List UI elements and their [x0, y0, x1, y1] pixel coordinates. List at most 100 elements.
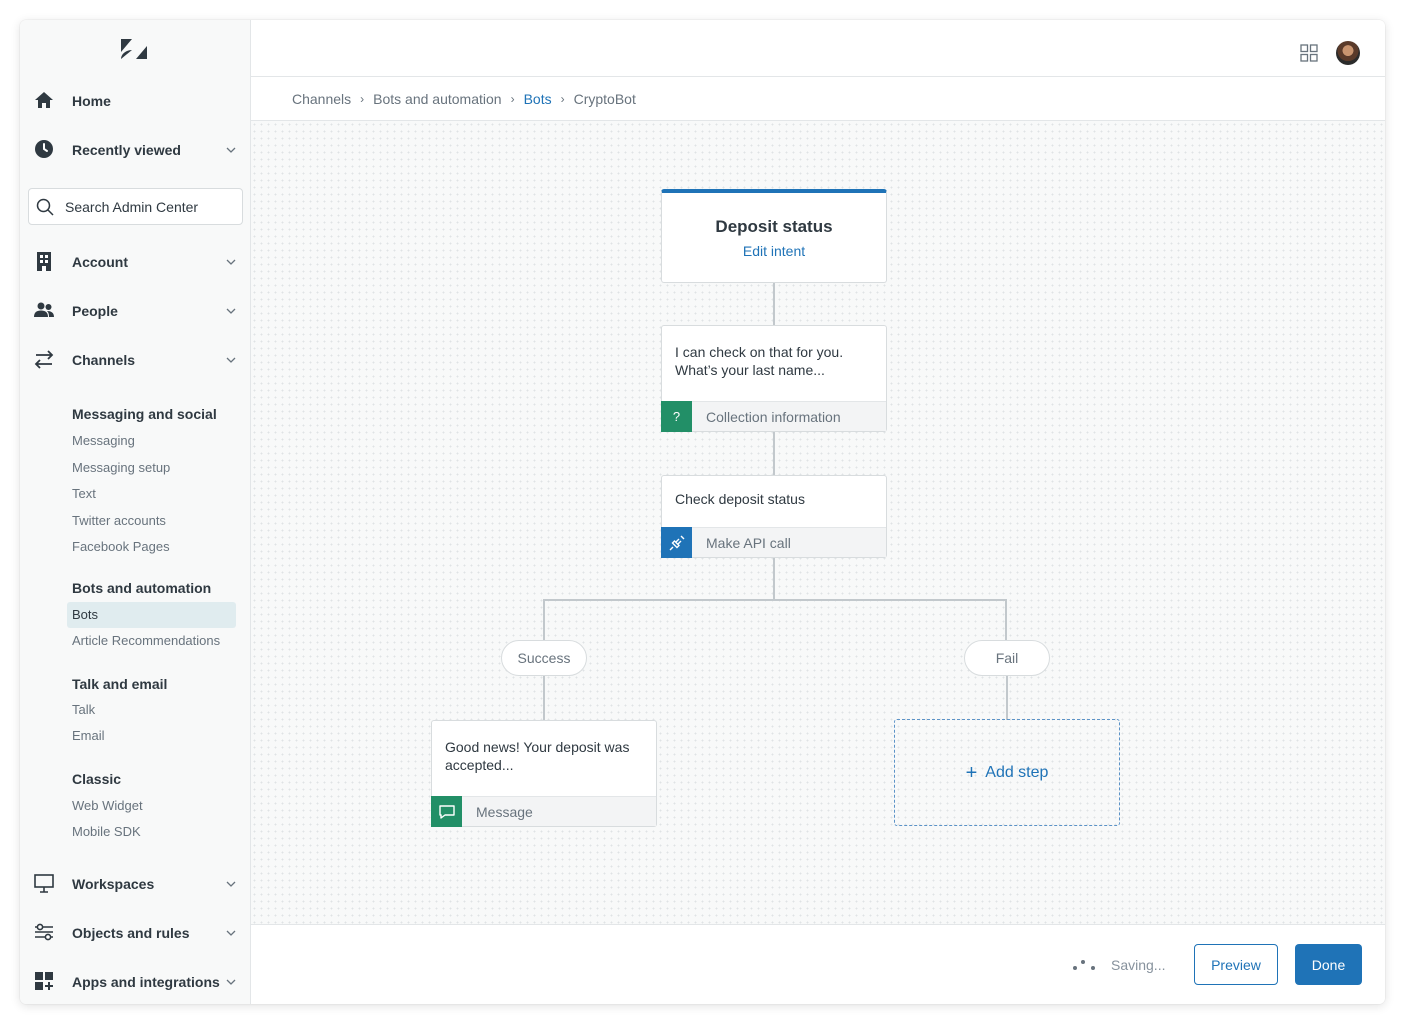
- step-type-label: Collection information: [706, 409, 841, 425]
- search-icon: [36, 198, 54, 216]
- sidebar-subitem-label: Bots: [72, 607, 99, 622]
- step-card-api-call[interactable]: Check deposit status Make API call: [661, 475, 887, 558]
- sidebar-item-label: Home: [72, 93, 111, 109]
- connector-line: [773, 558, 775, 600]
- sidebar-subitem-text[interactable]: Text: [72, 486, 96, 501]
- connector-line: [543, 676, 545, 720]
- saving-status: Saving...: [1071, 956, 1165, 974]
- product-tray-icon[interactable]: [1300, 44, 1318, 62]
- breadcrumb-bots-automation[interactable]: Bots and automation: [373, 91, 502, 107]
- done-button[interactable]: Done: [1295, 944, 1362, 985]
- sidebar-subitem-bots[interactable]: Bots: [67, 602, 236, 628]
- admin-window: Home Recently viewed Account People Chan…: [20, 20, 1385, 1004]
- breadcrumb-current: CryptoBot: [573, 91, 636, 107]
- sidebar-item-account[interactable]: Account: [20, 244, 251, 280]
- sidebar-item-objects-rules[interactable]: Objects and rules: [20, 915, 251, 951]
- sidebar-subitem-messaging[interactable]: Messaging: [72, 433, 135, 448]
- chevron-down-icon: [226, 357, 236, 363]
- chevron-down-icon: [226, 308, 236, 314]
- sidebar-item-label: Channels: [72, 352, 136, 368]
- sidebar-item-label: Account: [72, 254, 128, 270]
- search-input[interactable]: [65, 197, 235, 217]
- arrows-icon: [34, 350, 54, 369]
- connector-line: [1005, 599, 1007, 640]
- step-card-collect-info[interactable]: I can check on that for you. What’s your…: [661, 325, 887, 432]
- section-heading-messaging-social: Messaging and social: [72, 406, 217, 422]
- search-field[interactable]: [28, 188, 243, 225]
- sidebar-subitem-article-recommendations[interactable]: Article Recommendations: [72, 633, 221, 648]
- sidebar-subitem-facebook-pages[interactable]: Facebook Pages: [72, 539, 170, 554]
- connector-line: [1006, 676, 1008, 720]
- step-footer: ? Collection information: [661, 401, 886, 432]
- saving-label: Saving...: [1111, 957, 1166, 973]
- footer-bar: Saving... Preview Done: [251, 924, 1385, 1004]
- section-heading-bots-automation: Bots and automation: [72, 580, 212, 596]
- message-icon: [431, 796, 462, 827]
- avatar[interactable]: [1336, 41, 1360, 65]
- sidebar-item-workspaces[interactable]: Workspaces: [20, 866, 251, 902]
- chevron-right-icon: ›: [360, 92, 365, 106]
- sidebar-subitem-talk[interactable]: Talk: [72, 702, 96, 717]
- chevron-down-icon: [226, 147, 236, 153]
- building-icon: [37, 252, 51, 271]
- sidebar-subitem-twitter-accounts[interactable]: Twitter accounts: [72, 513, 166, 528]
- sidebar-item-label: Apps and integrations: [72, 974, 220, 990]
- add-step-label: Add step: [985, 763, 1049, 781]
- chevron-right-icon: ›: [560, 92, 565, 106]
- step-card-message[interactable]: Good news! Your deposit was accepted... …: [431, 720, 657, 827]
- step-text: Good news! Your deposit was accepted...: [445, 739, 630, 773]
- step-footer: Message: [431, 796, 656, 827]
- sidebar-item-label: People: [72, 303, 118, 319]
- sliders-icon: [35, 923, 53, 941]
- monitor-icon: [34, 874, 54, 893]
- section-heading-classic: Classic: [72, 771, 122, 787]
- branch-success-pill[interactable]: Success: [501, 640, 587, 676]
- section-heading-talk-email: Talk and email: [72, 676, 168, 692]
- home-icon: [35, 92, 53, 108]
- sidebar: Home Recently viewed Account People Chan…: [20, 20, 251, 1004]
- step-type-label: Message: [476, 804, 533, 820]
- chevron-down-icon: [226, 259, 236, 265]
- sidebar-item-people[interactable]: People: [20, 293, 251, 329]
- intent-title: Deposit status: [715, 217, 833, 236]
- sidebar-item-label: Objects and rules: [72, 925, 190, 941]
- clock-icon: [35, 140, 53, 158]
- sidebar-subitem-email[interactable]: Email: [72, 728, 105, 743]
- chevron-right-icon: ›: [510, 92, 515, 106]
- connector-line: [543, 599, 1006, 601]
- breadcrumb-channels[interactable]: Channels: [292, 91, 352, 107]
- connector-line: [773, 283, 775, 325]
- branch-fail-pill[interactable]: Fail: [964, 640, 1050, 676]
- chevron-down-icon: [226, 930, 236, 936]
- chevron-down-icon: [226, 979, 236, 985]
- sidebar-item-home[interactable]: Home: [20, 83, 251, 119]
- apps-plus-icon: [35, 972, 53, 990]
- step-text: I can check on that for you. What’s your…: [675, 344, 844, 378]
- sidebar-subitem-messaging-setup[interactable]: Messaging setup: [72, 460, 171, 475]
- connector-line: [773, 432, 775, 475]
- preview-button[interactable]: Preview: [1194, 944, 1278, 985]
- sidebar-item-label: Workspaces: [72, 876, 155, 892]
- people-icon: [34, 302, 54, 317]
- intent-card[interactable]: Deposit status Edit intent: [661, 189, 887, 283]
- breadcrumb-bar: Channels › Bots and automation › Bots › …: [251, 77, 1385, 121]
- step-text: Check deposit status: [675, 491, 805, 507]
- plug-icon: [661, 527, 692, 558]
- edit-intent-link[interactable]: Edit intent: [742, 243, 806, 259]
- sidebar-subitem-mobile-sdk[interactable]: Mobile SDK: [72, 824, 141, 839]
- breadcrumb-bots[interactable]: Bots: [523, 91, 552, 107]
- question-icon: ?: [661, 401, 692, 432]
- sidebar-item-apps-integrations[interactable]: Apps and integrations: [20, 964, 251, 1000]
- top-bar: [251, 20, 1385, 77]
- zendesk-logo-icon[interactable]: [120, 38, 148, 60]
- sidebar-item-recently-viewed[interactable]: Recently viewed: [20, 132, 251, 168]
- connector-line: [543, 599, 545, 640]
- chevron-down-icon: [226, 881, 236, 887]
- sidebar-subitem-web-widget[interactable]: Web Widget: [72, 798, 143, 813]
- sidebar-item-channels[interactable]: Channels: [20, 342, 251, 378]
- step-type-label: Make API call: [706, 535, 791, 551]
- add-step-button[interactable]: + Add step: [894, 719, 1120, 826]
- spinner-icon: [1071, 956, 1099, 974]
- flow-canvas[interactable]: Deposit status Edit intent I can check o…: [251, 121, 1385, 924]
- breadcrumb: Channels › Bots and automation › Bots › …: [292, 91, 636, 107]
